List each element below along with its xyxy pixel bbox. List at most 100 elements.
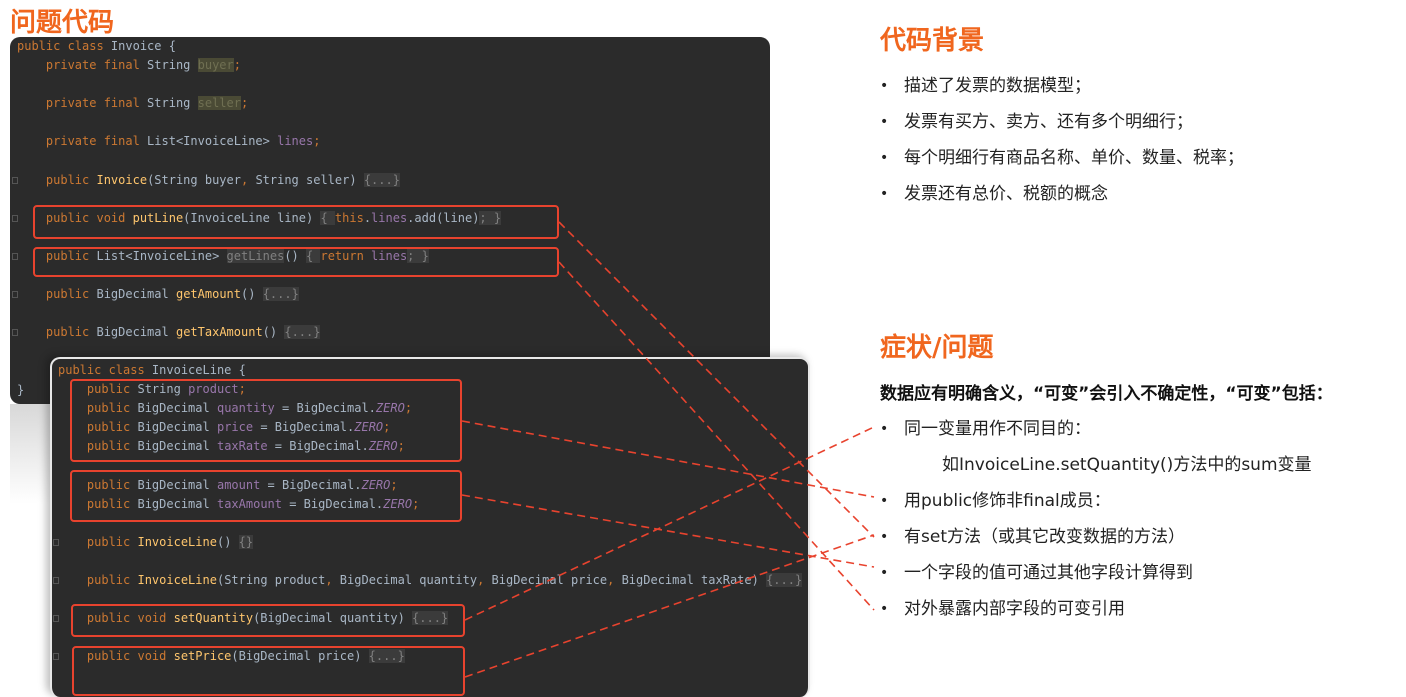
code-token: return [320,249,372,264]
fold-marker-icon[interactable] [12,291,18,299]
code-token: BigDecimal [137,401,217,416]
code-line: private final String seller; [17,94,770,113]
fold-marker-icon[interactable] [53,615,59,623]
background-title: 代码背景 [880,26,985,56]
background-list: •描述了发票的数据模型；•发票有买方、卖方、还有多个明细行；•每个明细行有商品名… [880,68,1244,212]
list-item-text: 发票还有总价、税额的概念 [904,184,1108,204]
fold-marker-icon[interactable] [12,253,18,261]
code-line: public Invoice(String buyer, String sell… [12,171,770,190]
code-token: public [58,439,138,454]
code-token: () [216,534,239,549]
fold-marker-icon[interactable] [12,176,18,184]
list-item: • 发票还有总价、税额的概念 [880,176,1244,212]
code-token: String seller) [255,172,364,187]
code-token: putLine [132,210,184,225]
list-item: •一个字段的值可通过其他字段计算得到 [880,555,1312,591]
code-token: public void [58,649,174,664]
code-token: public [58,382,138,397]
highlight-public-fields [70,379,462,462]
code-token: BigDecimal [137,477,217,492]
code-token: .add(line) [407,210,480,225]
code-token: public [17,249,97,264]
code-token: {...} [412,611,449,626]
code-token: this [334,210,364,225]
fold-marker-icon[interactable] [12,214,18,222]
code-token: (BigDecimal quantity) [253,611,413,626]
code-token: String [147,58,198,73]
code-token: = BigDecimal. [282,496,384,511]
code-token: ; } [407,249,429,264]
code-token: ; [238,382,246,397]
code-token: {} [238,534,254,549]
code-token: , [607,573,622,588]
code-token: , [240,172,256,187]
fold-marker-icon[interactable] [53,538,59,546]
fold-marker-icon[interactable] [12,329,18,337]
code-token: private final [17,134,148,149]
link-public-fields [461,420,875,498]
code-token: ZERO [354,420,384,435]
link-setprice [464,534,875,678]
code-token: getLines [226,249,285,264]
code-line: public void putLine(InvoiceLine line) { … [12,209,770,228]
list-item: •每个明细行有商品名称、单价、数量、税率； [880,140,1244,176]
code-token: . [363,210,372,225]
link-derived-fields [461,494,875,568]
code-token: {...} [368,649,405,664]
list-item: •描述了发票的数据模型； [880,68,1244,104]
code-token: = BigDecimal. [253,420,355,435]
code-token: BigDecimal [96,325,176,340]
code-token: amount [216,477,261,492]
list-item: •同一变量用作不同目的： [880,411,1312,447]
code-token: ; [390,477,398,492]
code-token: public [58,496,138,511]
issues-lead: 数据应有明确含义，“可变”会引入不确定性，“可变”包括： [880,384,1333,404]
code-token: InvoiceLine [137,534,217,549]
code-token: () [262,325,285,340]
code-token: (InvoiceLine line) [183,210,321,225]
fold-marker-icon[interactable] [53,577,59,585]
code-line: public BigDecimal taxRate = BigDecimal.Z… [58,437,808,456]
code-token: private final [17,96,148,111]
list-item-text: 描述了发票的数据模型； [904,76,1091,96]
code-token: product [188,382,239,397]
code-token: List<InvoiceLine> [147,134,278,149]
code-token: , [325,573,340,588]
code-token: public void [17,210,133,225]
bullet-icon: • [880,186,889,202]
highlight-setquantity [71,604,465,637]
code-line: public BigDecimal getAmount() {...} [12,285,770,304]
code-token: BigDecimal price [491,573,608,588]
code-line: private final List<InvoiceLine> lines; [17,132,770,151]
code-token: InvoiceLine { [151,363,246,377]
code-line: public BigDecimal price = BigDecimal.ZER… [58,418,808,437]
code-token: { [320,210,335,225]
code-line: public String product; [58,380,808,399]
code-token: {...} [363,172,400,187]
highlight-getlines [33,247,559,277]
code-token: getAmount [175,287,241,302]
code-line: public BigDecimal quantity = BigDecimal.… [58,399,808,418]
fold-marker-icon[interactable] [53,653,59,661]
code-token: lines [371,249,408,264]
bullet-icon: • [880,114,889,130]
code-token: InvoiceLine [137,573,217,588]
code-token: ; [313,134,321,149]
list-item-text: 同一变量用作不同目的： [904,419,1091,439]
code-token: setQuantity [173,611,254,626]
code-line: public InvoiceLine(String product, BigDe… [53,571,808,590]
code-token: ; } [479,210,502,225]
code-line: private final String buyer; [17,56,770,75]
list-item: •对外暴露内部字段的可变引用 [880,591,1312,627]
list-item-text: 用public修饰非final成员： [904,491,1111,511]
invoiceline-code-panel: public class InvoiceLine { public String… [50,357,810,697]
code-token: public [17,325,97,340]
code-token: String [137,382,189,397]
code-token: public void [58,611,174,626]
list-item: •发票有买方、卖方、还有多个明细行； [880,104,1244,140]
code-token: } [17,382,25,397]
list-item: 如InvoiceLine.setQuantity()方法中的sum变量 [880,447,1312,483]
code-token: price [216,420,254,435]
code-token: BigDecimal quantity [339,573,478,588]
code-token: {...} [284,325,321,340]
